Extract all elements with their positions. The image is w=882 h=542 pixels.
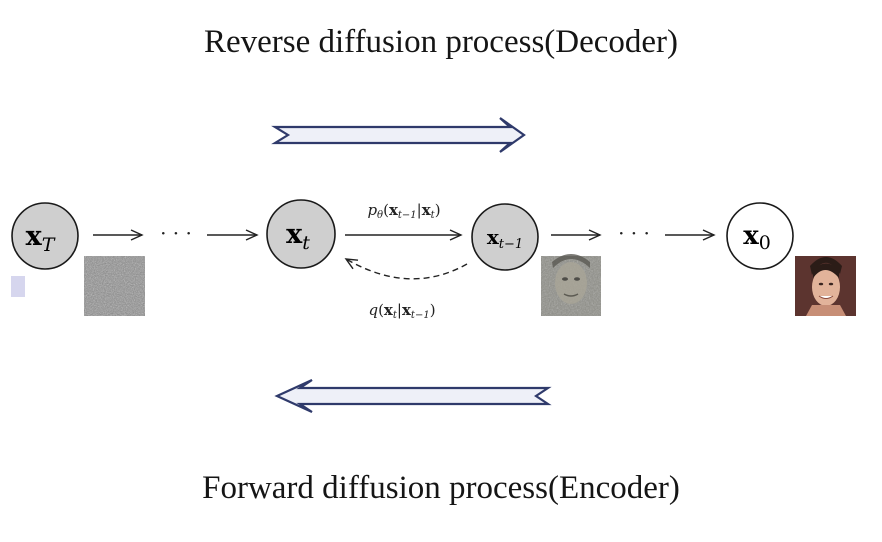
q-label: q(xt|xt−1) bbox=[368, 301, 435, 321]
node-xt: xt bbox=[266, 199, 336, 269]
noisy-face-image bbox=[541, 254, 601, 316]
node-xt-label: xt bbox=[286, 219, 310, 254]
forward-direction-arrow bbox=[274, 378, 552, 414]
node-xt-minus-1-label: xt−1 bbox=[487, 225, 523, 252]
ellipsis-left: · · · bbox=[160, 221, 192, 245]
p-theta-label: pθ(xt−1|xt) bbox=[367, 201, 440, 221]
node-x0-label: x0 bbox=[743, 221, 771, 254]
reverse-direction-arrow bbox=[271, 117, 526, 153]
edge-q-dashed bbox=[344, 258, 468, 280]
face-photo bbox=[795, 256, 856, 316]
slide-marker bbox=[11, 276, 25, 297]
reverse-process-title: Reverse diffusion process(Decoder) bbox=[203, 24, 679, 60]
node-xt-minus-1: xt−1 bbox=[471, 203, 539, 271]
node-xT-label: xT bbox=[26, 221, 56, 256]
node-xT: xT bbox=[11, 202, 79, 270]
noise-image bbox=[84, 256, 145, 316]
forward-process-title: Forward diffusion process(Encoder) bbox=[202, 470, 680, 506]
ellipsis-right: · · · bbox=[618, 221, 650, 245]
node-x0: x0 bbox=[726, 202, 794, 270]
